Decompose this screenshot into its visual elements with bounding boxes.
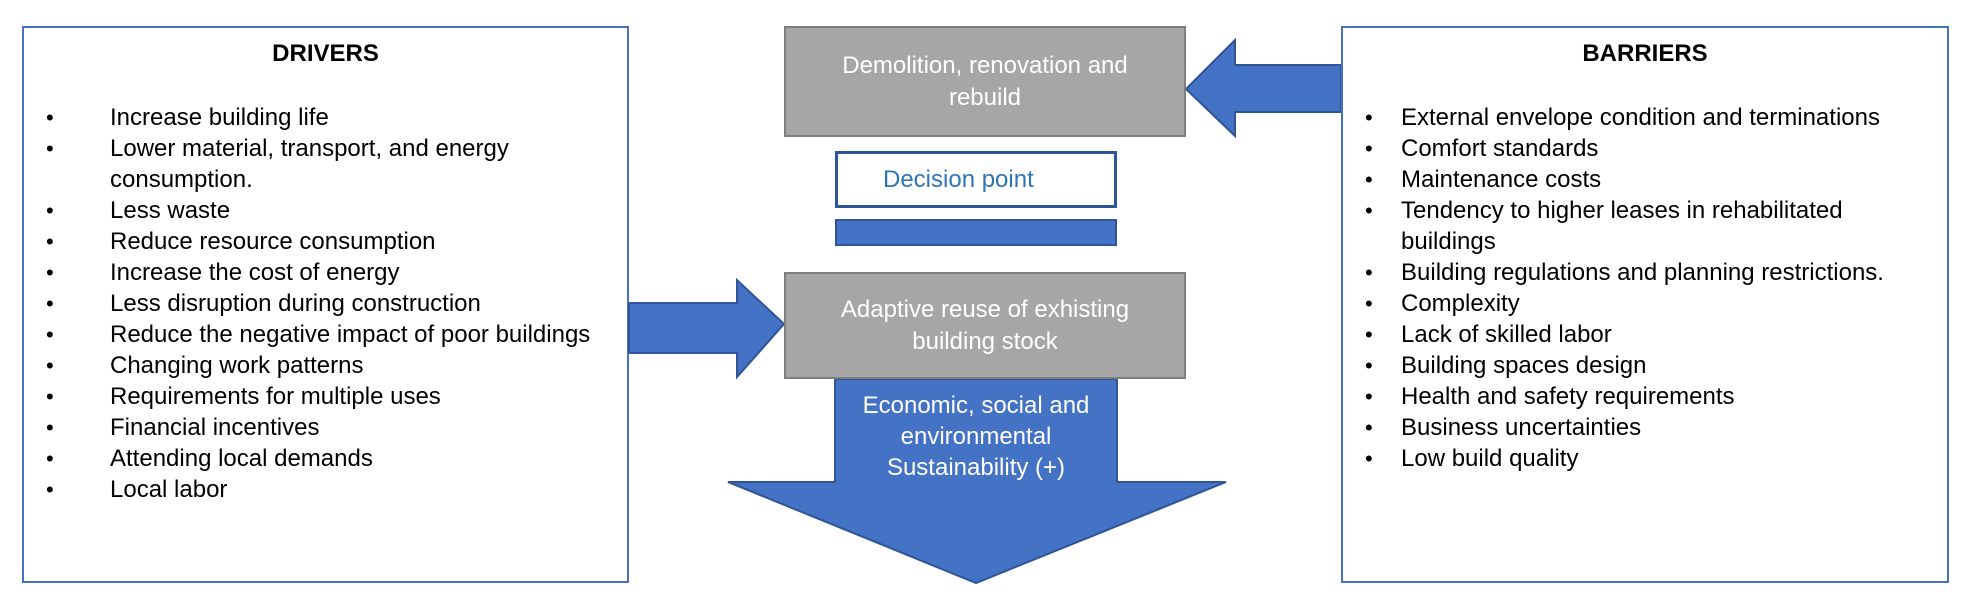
driver-item: Requirements for multiple uses	[46, 381, 617, 412]
reuse-label: Adaptive reuse of exhisting building sto…	[840, 295, 1130, 355]
barriers-title: BARRIERS	[1582, 40, 1708, 67]
barriers-panel: BARRIERS External envelope condition and…	[1341, 26, 1949, 583]
driver-item: Lower material, transport, and energy co…	[46, 133, 617, 195]
decision-label: Decision point	[883, 165, 1034, 193]
barrier-item: Business uncertainties	[1365, 412, 1941, 443]
barrier-item: Lack of skilled labor	[1365, 319, 1941, 350]
decision-bar	[835, 219, 1117, 246]
driver-item: Increase building life	[46, 102, 617, 133]
demolition-box: Demolition, renovation and rebuild	[784, 26, 1186, 137]
left-arrow-icon	[1184, 37, 1342, 139]
drivers-panel: DRIVERS Increase building lifeLower mate…	[22, 26, 629, 583]
sustainability-label: Economic, social and environmental Susta…	[862, 392, 1090, 481]
driver-item: Local labor	[46, 474, 617, 505]
barrier-item: Low build quality	[1365, 443, 1941, 474]
barrier-item: External envelope condition and terminat…	[1365, 102, 1941, 133]
driver-item: Increase the cost of energy	[46, 257, 617, 288]
drivers-title: DRIVERS	[272, 40, 379, 67]
barrier-item: Complexity	[1365, 288, 1941, 319]
barrier-item: Tendency to higher leases in rehabilitat…	[1365, 195, 1941, 257]
driver-item: Financial incentives	[46, 412, 617, 443]
down-arrow-icon	[727, 378, 1227, 585]
barrier-item: Health and safety requirements	[1365, 381, 1941, 412]
demolition-label: Demolition, renovation and rebuild	[842, 51, 1128, 111]
driver-item: Reduce the negative impact of poor build…	[46, 319, 617, 350]
barrier-item: Building spaces design	[1365, 350, 1941, 381]
right-arrow-icon	[628, 277, 786, 380]
driver-item: Attending local demands	[46, 443, 617, 474]
adaptive-reuse-box: Adaptive reuse of exhisting building sto…	[784, 272, 1186, 379]
barrier-item: Comfort standards	[1365, 133, 1941, 164]
driver-item: Reduce resource consumption	[46, 226, 617, 257]
barrier-item: Maintenance costs	[1365, 164, 1941, 195]
decision-point-box: Decision point	[835, 151, 1117, 208]
driver-item: Less disruption during construction	[46, 288, 617, 319]
barriers-list: External envelope condition and terminat…	[1343, 102, 1947, 474]
barrier-item: Building regulations and planning restri…	[1365, 257, 1941, 288]
driver-item: Changing work patterns	[46, 350, 617, 381]
drivers-list: Increase building lifeLower material, tr…	[24, 102, 627, 505]
driver-item: Less waste	[46, 195, 617, 226]
